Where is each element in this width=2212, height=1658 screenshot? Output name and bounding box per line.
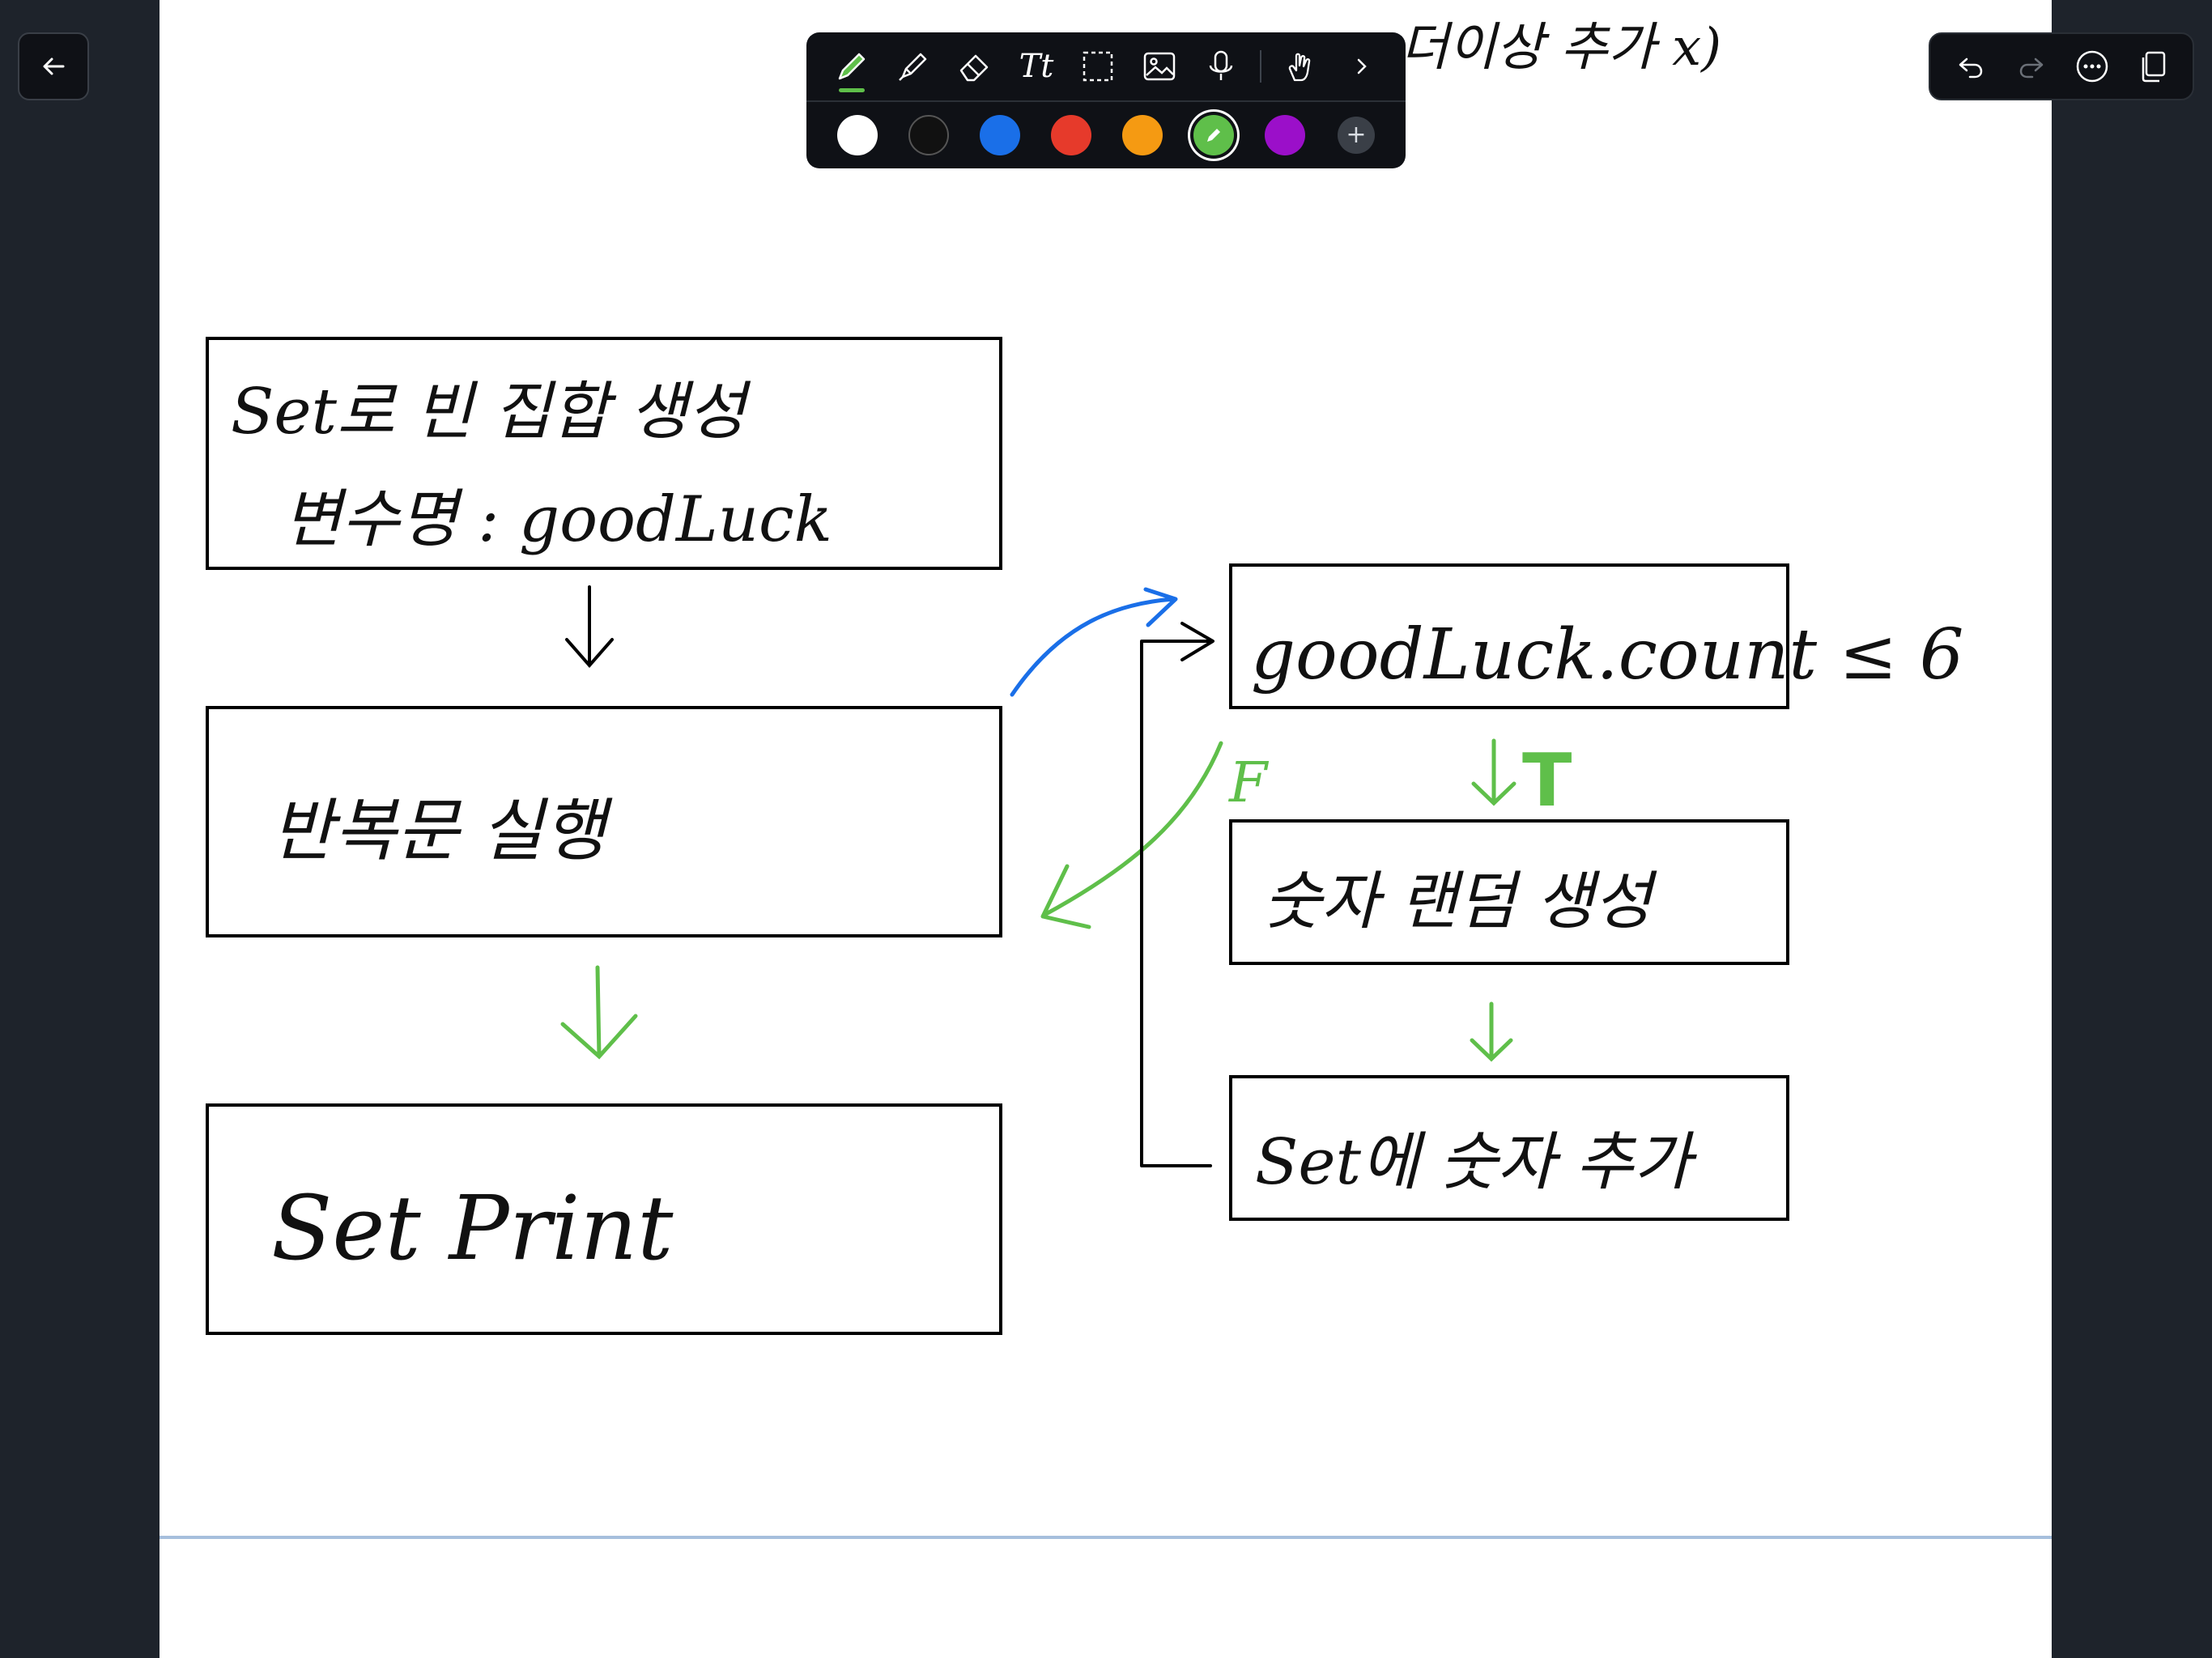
redo-icon	[2019, 57, 2043, 79]
tool-row: Tt	[806, 32, 1406, 100]
color-swatch-row: +	[806, 102, 1406, 168]
tool-pen[interactable]	[823, 37, 881, 96]
flow-box-print	[206, 1103, 1002, 1335]
highlighter-icon	[899, 53, 927, 81]
tool-eraser[interactable]	[946, 37, 1004, 96]
tool-lasso[interactable]	[1069, 37, 1127, 96]
false-label: F	[1227, 751, 1270, 815]
arrow-box1-to-box2	[565, 585, 614, 669]
color-swatch-orange[interactable]	[1122, 115, 1163, 155]
right-toolbar	[1929, 32, 2194, 100]
flow-box-loop	[206, 706, 1002, 937]
lasso-select-icon	[1083, 51, 1113, 82]
arrow-false-to-loop	[1040, 741, 1223, 929]
flow-box-add	[1229, 1075, 1789, 1221]
box2-text: 반복문 실행	[271, 791, 613, 870]
arrow-add-to-condition	[1140, 622, 1214, 1167]
redo-button[interactable]	[2007, 42, 2056, 91]
undo-icon	[1959, 57, 1982, 79]
arrow-box2-to-box3	[560, 965, 638, 1060]
microphone-icon	[1209, 50, 1233, 80]
tool-image[interactable]	[1130, 37, 1189, 96]
arrow-condition-to-random	[1471, 738, 1516, 806]
arrow-left-icon	[43, 57, 65, 75]
chevron-right-icon	[1357, 58, 1367, 74]
tool-touch[interactable]	[1271, 37, 1329, 96]
tool-highlighter[interactable]	[884, 37, 942, 96]
more-options-button[interactable]	[2068, 42, 2116, 91]
pen-icon	[838, 53, 866, 80]
tool-text[interactable]: Tt	[1007, 37, 1066, 96]
flow-box-create-set	[206, 337, 1002, 570]
back-button[interactable]	[18, 32, 89, 100]
toolbar-row-divider	[806, 100, 1406, 102]
box5-text: 숫자 랜덤 생성	[1263, 865, 1657, 938]
more-options-icon	[2076, 50, 2108, 83]
page-divider	[160, 1536, 2052, 1539]
color-swatch-red[interactable]	[1051, 115, 1091, 155]
color-swatch-blue[interactable]	[980, 115, 1020, 155]
box1-line2: 변수명 : goodLuck	[283, 483, 832, 556]
color-swatch-green[interactable]	[1193, 115, 1234, 155]
pages-button[interactable]	[2129, 42, 2177, 91]
drawing-toolbar: Tt	[806, 32, 1406, 168]
arrow-random-to-add	[1470, 1001, 1513, 1062]
top-note-fragment: 더이상 추가 x)	[1401, 18, 1721, 78]
box1-line1: Set로 빈 집합 생성	[231, 376, 751, 449]
text-icon: Tt	[1019, 48, 1054, 85]
image-icon	[1143, 52, 1176, 81]
color-swatch-white[interactable]	[837, 115, 878, 155]
pen-small-icon	[1207, 129, 1220, 142]
tool-audio[interactable]	[1192, 37, 1250, 96]
box4-text: goodLuck.count ≤ 6	[1251, 614, 1964, 695]
note-canvas[interactable]	[160, 0, 2052, 1658]
tool-more[interactable]	[1333, 37, 1391, 96]
true-label: T	[1522, 738, 1572, 823]
eraser-icon	[959, 54, 989, 82]
hand-touch-icon	[1288, 53, 1311, 82]
flow-box-random	[1229, 819, 1789, 965]
box6-text: Set에 숫자 추가	[1255, 1126, 1698, 1199]
flow-box-condition	[1229, 563, 1789, 709]
box3-text: Set Print	[271, 1176, 674, 1280]
undo-button[interactable]	[1946, 42, 1995, 91]
arrow-loop-to-condition	[1010, 587, 1178, 697]
color-swatch-purple[interactable]	[1265, 115, 1305, 155]
pages-icon	[2142, 51, 2165, 83]
add-color-button[interactable]: +	[1338, 117, 1375, 154]
color-swatch-black[interactable]	[908, 115, 949, 155]
toolbar-separator	[1260, 50, 1261, 83]
